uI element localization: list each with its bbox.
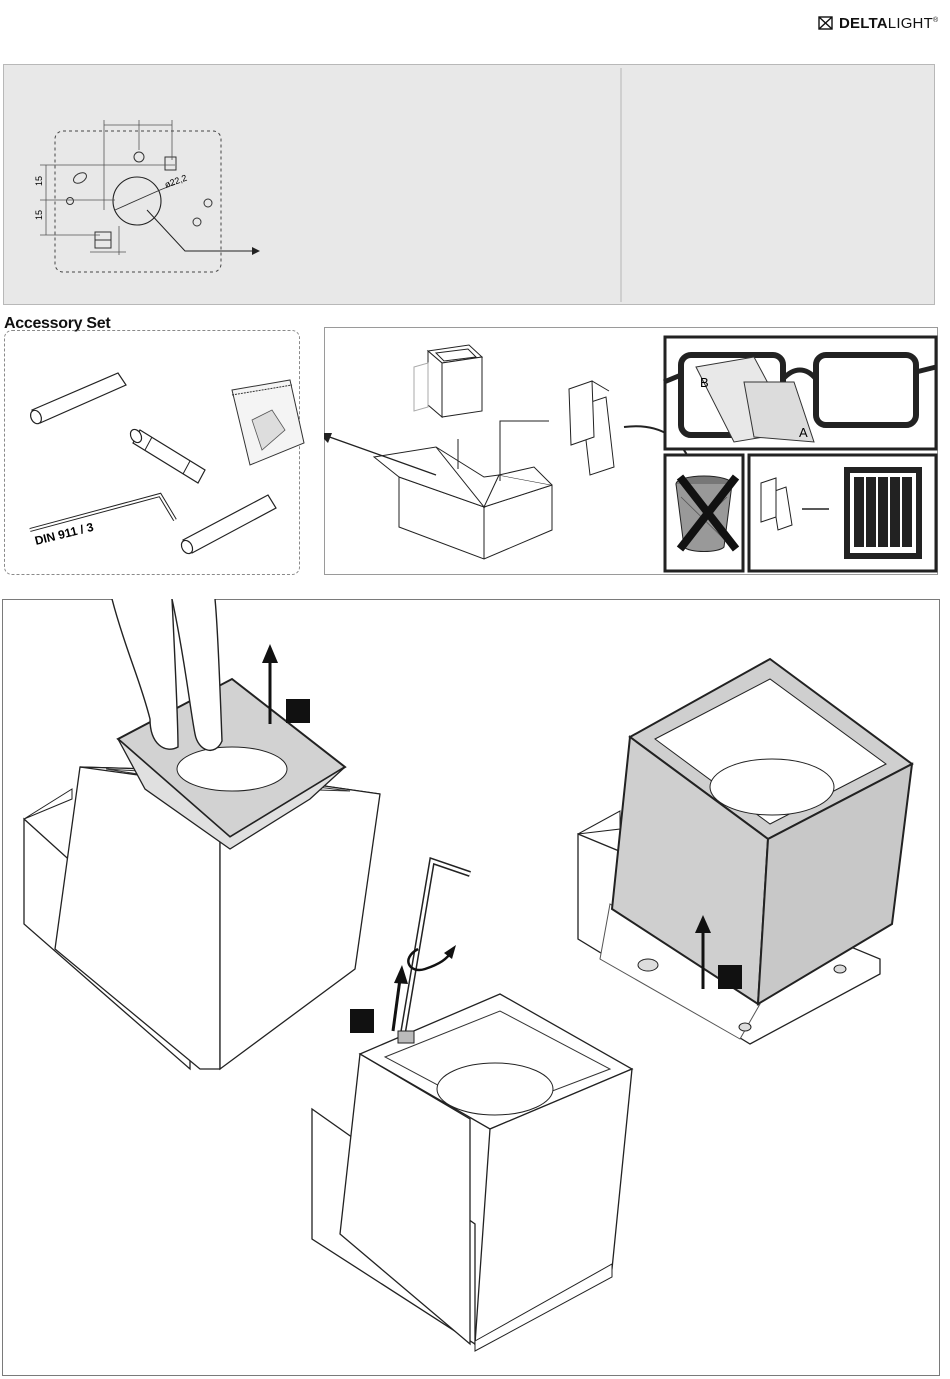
- accessory-illustration: DIN 911 / 3: [0, 325, 310, 580]
- hand-icon: [112, 599, 222, 750]
- document-a-label: A: [799, 425, 808, 440]
- dimension-label: 15: [34, 176, 44, 186]
- screw-hole: [67, 198, 74, 205]
- slot-hole: [72, 171, 89, 186]
- binder-shelf-icon: [844, 467, 922, 559]
- packaging-illustration: B A: [324, 327, 938, 575]
- allen-key-icon: DIN 911 / 3: [30, 495, 175, 548]
- assembly-illustration: [0, 599, 950, 1377]
- mounting-template-drawing: 15 15 ø22,2: [0, 0, 950, 320]
- tube-icon: [29, 373, 126, 425]
- screw-hole: [134, 152, 144, 162]
- step-marker: [718, 965, 742, 989]
- leaflet-icon: [569, 381, 614, 475]
- slot-hole: [165, 157, 176, 170]
- step-marker: [286, 699, 310, 723]
- diameter-label: ø22,2: [163, 173, 188, 190]
- step-marker: [350, 1009, 374, 1033]
- shipping-box-icon: [374, 421, 552, 559]
- dimension-label: 15: [34, 210, 44, 220]
- screw-hole: [204, 199, 212, 207]
- connector-icon: [128, 427, 205, 483]
- document-b-label: B: [700, 375, 709, 390]
- screw-hole: [193, 218, 201, 226]
- product-cube-icon: [414, 345, 482, 417]
- wrench-size-label: DIN 911 / 3: [33, 520, 95, 548]
- fixture-step-2: [312, 994, 632, 1351]
- tube-icon: [179, 495, 276, 556]
- plastic-bag-icon: [232, 380, 304, 465]
